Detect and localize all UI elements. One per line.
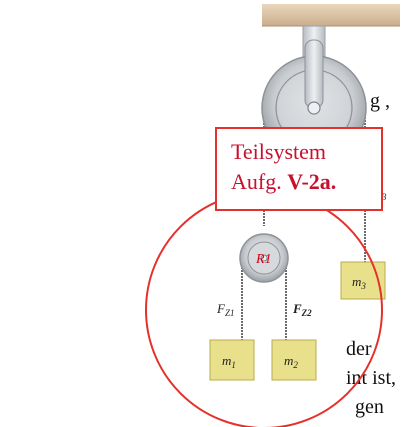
label-r1: R1 <box>255 252 272 267</box>
subsystem-callout: Teilsystem Aufg. V-2a. <box>215 127 383 211</box>
label-m3: m3 <box>352 274 366 291</box>
label-m2: m2 <box>284 353 298 370</box>
top-pulley-axle <box>307 101 321 115</box>
label-fz2: FZ2 <box>292 301 312 318</box>
callout-line1: Teilsystem <box>231 139 327 164</box>
text-fragment-1: g , <box>370 90 390 112</box>
mass-m1 <box>209 339 255 381</box>
text-fragment-3: int ist, <box>346 367 397 389</box>
label-fz1: FZ1 <box>216 301 234 318</box>
callout-line2-prefix: Aufg. <box>231 169 288 194</box>
text-fragment-2: der <box>346 338 372 360</box>
subsystem-highlight-circle <box>145 191 383 427</box>
callout-line2: Aufg. V-2a. <box>231 169 336 195</box>
label-m1: m1 <box>222 353 236 370</box>
mass-m2 <box>271 339 317 381</box>
text-fragment-4: gen <box>355 396 384 418</box>
ceiling <box>262 4 400 26</box>
callout-task-id: V-2a. <box>287 169 337 194</box>
